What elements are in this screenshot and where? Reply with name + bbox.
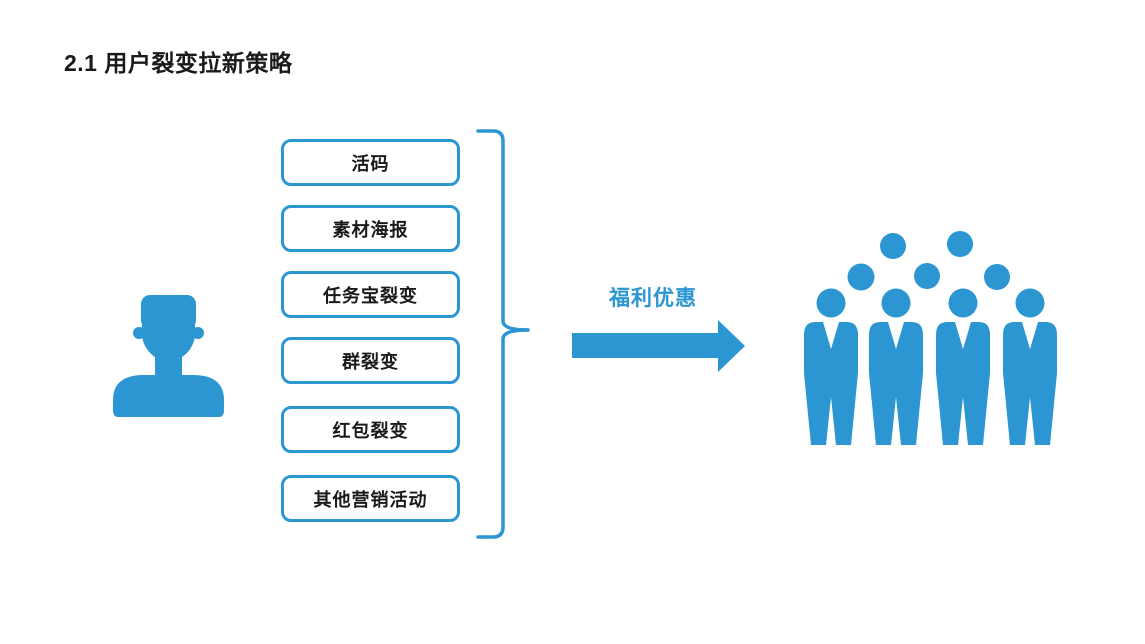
crowd-head bbox=[984, 264, 1010, 290]
strategy-box: 活码 bbox=[281, 139, 460, 186]
person-body bbox=[869, 322, 923, 445]
arrow-shape bbox=[572, 320, 745, 372]
strategy-box: 素材海报 bbox=[281, 205, 460, 252]
crowd-head bbox=[947, 231, 973, 257]
person-body bbox=[1003, 322, 1057, 445]
crowd-head bbox=[880, 233, 906, 259]
arrow-right-icon bbox=[572, 320, 745, 372]
user-group-icon bbox=[804, 231, 1057, 445]
user-neck bbox=[155, 346, 182, 378]
page-title: 2.1 用户裂变拉新策略 bbox=[64, 50, 293, 76]
brace-bottom-half bbox=[476, 328, 530, 539]
brace-top-half bbox=[476, 129, 530, 332]
arrow-label: 福利优惠 bbox=[609, 287, 697, 310]
curly-brace-icon bbox=[476, 129, 530, 539]
user-shoulders bbox=[113, 375, 224, 417]
strategy-box: 红包裂变 bbox=[281, 406, 460, 453]
person-head bbox=[881, 288, 911, 318]
person-body bbox=[804, 322, 858, 445]
single-user-icon bbox=[113, 295, 224, 417]
strategy-box: 任务宝裂变 bbox=[281, 271, 460, 318]
strategy-box: 其他营销活动 bbox=[281, 475, 460, 522]
crowd-head bbox=[847, 263, 875, 291]
strategy-box: 群裂变 bbox=[281, 337, 460, 384]
person-head bbox=[948, 288, 978, 318]
crowd-head bbox=[914, 263, 940, 289]
person-body bbox=[936, 322, 990, 445]
person-head bbox=[1015, 288, 1045, 318]
person-head bbox=[816, 288, 846, 318]
